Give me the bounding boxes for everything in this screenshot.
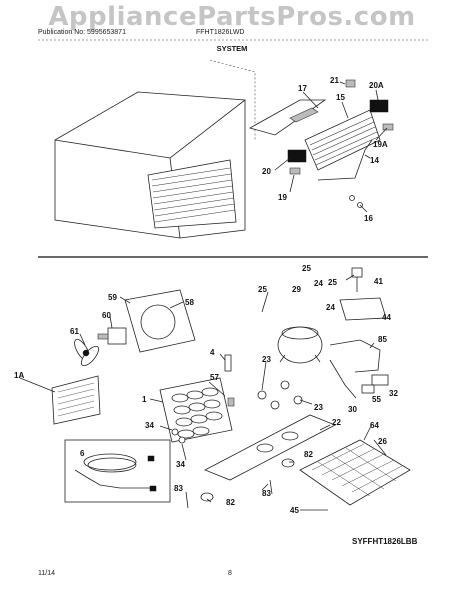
callout-16: 16: [364, 214, 373, 223]
compressor: [277, 326, 323, 364]
callout-61: 61: [70, 327, 79, 336]
callout-83-right: 83: [262, 489, 271, 498]
callout-6: 6: [80, 449, 85, 458]
screw-34-a: [171, 428, 179, 436]
callout-21: 21: [330, 76, 339, 85]
callout-60: 60: [102, 311, 111, 320]
model-number: FFHT1826LWD: [196, 29, 245, 36]
base-plate: [204, 414, 336, 481]
drier-30: [329, 359, 357, 399]
wire-harness-box: [64, 439, 171, 503]
condenser-coil: [159, 377, 233, 443]
callout-82-right: 82: [304, 450, 313, 459]
screws-83: [185, 479, 273, 509]
callout-24-top: 24: [314, 279, 323, 288]
publication-number: Publication No: 5995653871: [38, 29, 126, 36]
callout-14: 14: [370, 156, 379, 165]
evaporator-cover: [248, 99, 327, 136]
callout-15: 15: [336, 93, 345, 102]
callout-59: 59: [108, 293, 117, 302]
tubing-85: [329, 339, 381, 373]
callout-32: 32: [389, 389, 398, 398]
callout-22: 22: [332, 418, 341, 427]
callout-83-left: 83: [174, 484, 183, 493]
evaporator-coil: [304, 109, 381, 171]
heater-14: [317, 139, 373, 181]
diagram-code: SYFFHT1826LBB: [352, 537, 418, 546]
fan-blade: [74, 338, 100, 367]
callout-45: 45: [290, 506, 299, 515]
callout-41: 41: [374, 277, 383, 286]
leader-lines: [19, 81, 388, 503]
callout-17: 17: [298, 84, 307, 93]
callout-20: 20: [262, 167, 271, 176]
footer-page: 8: [228, 570, 232, 577]
callout-64: 64: [370, 421, 379, 430]
callout-30: 30: [348, 405, 357, 414]
rollers-82: [200, 458, 295, 502]
callout-23-top: 23: [262, 355, 271, 364]
callout-19: 19: [278, 193, 287, 202]
callout-55: 55: [372, 395, 381, 404]
callout-23-right: 23: [314, 403, 323, 412]
clip-57: [227, 397, 235, 407]
sensor-21: [345, 79, 356, 88]
cover-block-20A: [369, 99, 389, 113]
callout-25-left: 25: [258, 285, 267, 294]
cabinet-outline: [54, 59, 256, 239]
screw-34-b: [178, 436, 186, 444]
watermark: AppliancePartsPros.com: [48, 2, 416, 32]
footer-date: 11/14: [38, 570, 55, 577]
drain-pan: [299, 439, 411, 506]
tube-4: [224, 354, 232, 372]
baffle-1A: [51, 375, 101, 425]
relay-32: [371, 374, 389, 386]
callout-85: 85: [378, 335, 387, 344]
callout-82-left: 82: [226, 498, 235, 507]
callout-1: 1: [142, 395, 147, 404]
callout-34-bottom: 34: [176, 460, 185, 469]
callout-44: 44: [382, 313, 391, 322]
overload-55: [361, 384, 375, 394]
callout-19A: 19A: [373, 140, 388, 149]
bolt-41: [351, 267, 363, 292]
bracket-44: [339, 297, 387, 321]
callout-24-right: 24: [326, 303, 335, 312]
fan-motor: [97, 327, 127, 345]
callout-26: 26: [378, 437, 387, 446]
callout-labels: 17 21 20A 15 19A 14 20 19 16 25 25 25 24…: [14, 76, 398, 515]
callout-34-left: 34: [145, 421, 154, 430]
callout-1A: 1A: [14, 371, 24, 380]
callout-4: 4: [210, 348, 215, 357]
callout-25-top: 25: [302, 264, 311, 273]
callout-58: 58: [185, 298, 194, 307]
callout-29: 29: [292, 285, 301, 294]
clip-19A: [382, 123, 394, 131]
cover-block-20: [287, 149, 307, 163]
fan-shroud: [124, 289, 196, 353]
callout-25-right: 25: [328, 278, 337, 287]
callout-57: 57: [210, 373, 219, 382]
callout-20A: 20A: [369, 81, 384, 90]
grommets-23: [257, 380, 303, 410]
clip-19: [289, 167, 301, 175]
section-title: SYSTEM: [216, 44, 248, 53]
